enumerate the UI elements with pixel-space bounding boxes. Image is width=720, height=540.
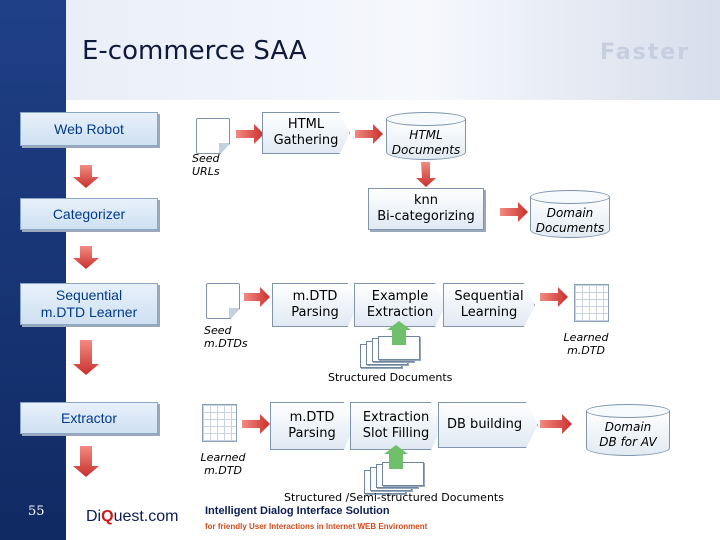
semi-structured-up-arrow [384, 445, 408, 469]
slide-number: 55 [28, 504, 45, 519]
arrow-learned-to-parsing [242, 414, 270, 434]
slide-title: E-commerce SAA [82, 36, 307, 66]
stage-arrow-3 [73, 340, 99, 375]
stage-extractor: Extractor [20, 402, 158, 434]
arrow-docs-to-knn [416, 162, 436, 187]
domain-documents-label: Domain Documents [535, 206, 605, 235]
process-mdtd-parsing-1: m.DTD Parsing [272, 283, 358, 327]
arrow-learning-to-mdtd [540, 287, 568, 307]
footer-subtagline: for friendly User Interactions in Intern… [205, 522, 428, 531]
semi-structured-documents-label: Structured /Semi-structured Documents [284, 491, 504, 504]
learned-mdtd-grid-icon-2 [202, 404, 237, 442]
stage-arrow-2 [73, 246, 99, 269]
process-db-building: DB building [438, 402, 538, 448]
process-sequential-learning: Sequential Learning [443, 283, 535, 327]
arrow-seed-to-gathering [236, 124, 264, 144]
domain-db-label: Domain DB for AV [599, 420, 657, 449]
arrow-gathering-to-docs [355, 124, 383, 144]
seed-urls-document-icon [196, 118, 230, 154]
stage-arrow-4 [73, 446, 99, 477]
stage-web-robot: Web Robot [20, 112, 158, 146]
domain-documents-store: Domain Documents [530, 190, 610, 238]
html-documents-store: HTML Documents [386, 112, 466, 160]
stage-arrow-1 [73, 165, 99, 188]
arrow-db-to-domain [540, 414, 572, 434]
learned-mdtd-label-2: Learned m.DTD [200, 451, 246, 478]
seed-urls-label: Seed URLs [192, 152, 220, 179]
process-mdtd-parsing-2: m.DTD Parsing [270, 402, 354, 450]
domain-db-store: Domain DB for AV [586, 404, 670, 456]
stage-sequential-learner: Sequential m.DTD Learner [20, 283, 158, 325]
structured-documents-stack-icon [360, 336, 422, 368]
seed-mdtds-label: Seed m.DTDs [204, 324, 248, 351]
semi-structured-documents-stack-icon [364, 462, 426, 494]
stage-categorizer: Categorizer [20, 198, 158, 230]
html-documents-label: HTML Documents [391, 128, 461, 157]
seed-mdtds-document-icon [206, 283, 240, 319]
process-example-extraction: Example Extraction [354, 283, 446, 327]
arrow-knn-to-domain [500, 202, 528, 222]
arrow-seed-to-parsing [244, 287, 270, 307]
diquest-logo: DiQuest.com [86, 508, 179, 525]
process-knn-bi-categorizing: knn Bi-categorizing [368, 188, 484, 230]
learned-mdtd-label-1: Learned m.DTD [563, 331, 609, 358]
structured-documents-label: Structured Documents [328, 371, 453, 384]
structured-documents-up-arrow [387, 321, 411, 345]
learned-mdtd-grid-icon-1 [574, 284, 609, 322]
sidebar-band [0, 0, 66, 540]
footer-tagline: Intelligent Dialog Interface Solution [205, 505, 390, 517]
header-band: Faster [66, 0, 720, 100]
process-slot-filling: Extraction Slot Filling [350, 402, 442, 450]
background-word: Faster [600, 40, 690, 65]
process-html-gathering: HTML Gathering [262, 112, 350, 154]
